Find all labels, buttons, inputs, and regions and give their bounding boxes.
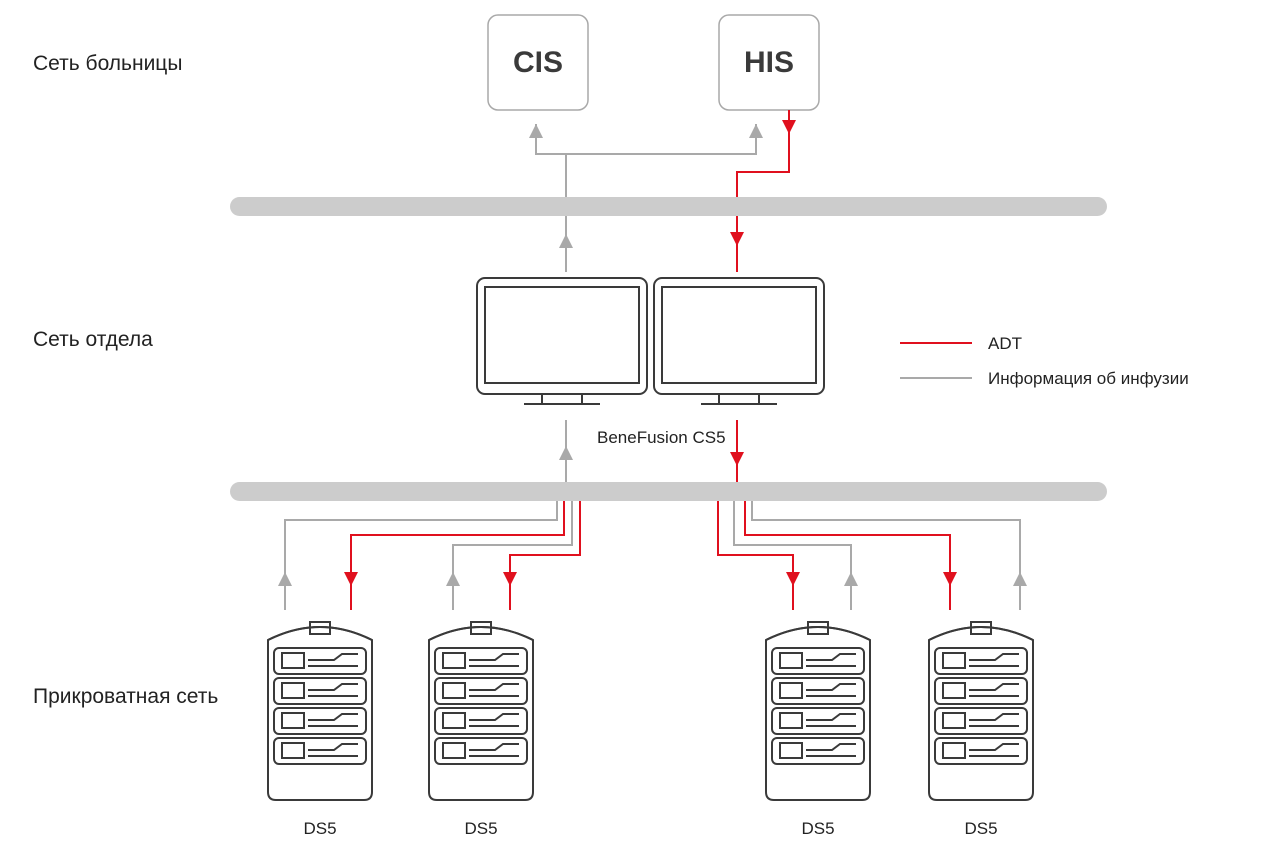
pump-4: DS5 [929, 622, 1033, 838]
central-station [476, 277, 825, 405]
monitor-left [476, 277, 648, 405]
pump-2: DS5 [429, 622, 533, 838]
pump-3: DS5 [766, 622, 870, 838]
pump-icon [766, 622, 870, 800]
legend: ADT Информация об инфузии [900, 334, 1189, 388]
central-station-label: BeneFusion CS5 [597, 428, 726, 447]
adt-lines [350, 110, 951, 610]
legend-infusion-label: Информация об инфузии [988, 369, 1189, 388]
hospital-network-bus [230, 197, 1107, 216]
his-box: HIS [718, 14, 820, 111]
monitor-right [653, 277, 825, 405]
his-label: HIS [744, 46, 794, 79]
pump-4-label: DS5 [964, 819, 997, 838]
cis-label: CIS [513, 46, 563, 79]
department-network-bus [230, 482, 1107, 501]
pump-icon [268, 622, 372, 800]
cis-box: CIS [487, 14, 589, 111]
pump-icon [929, 622, 1033, 800]
infusion-lines [284, 124, 1021, 610]
pump-icon [429, 622, 533, 800]
pump-2-label: DS5 [464, 819, 497, 838]
infusion-arrowheads [278, 124, 1027, 586]
zone-label-department: Сеть отдела [33, 328, 153, 351]
zone-label-hospital: Сеть больницы [33, 52, 182, 75]
legend-adt-label: ADT [988, 334, 1022, 353]
pump-1: DS5 [268, 622, 372, 838]
pump-3-label: DS5 [801, 819, 834, 838]
pump-1-label: DS5 [303, 819, 336, 838]
zone-label-bedside: Прикроватная сеть [33, 685, 218, 708]
adt-arrowheads [344, 120, 957, 586]
